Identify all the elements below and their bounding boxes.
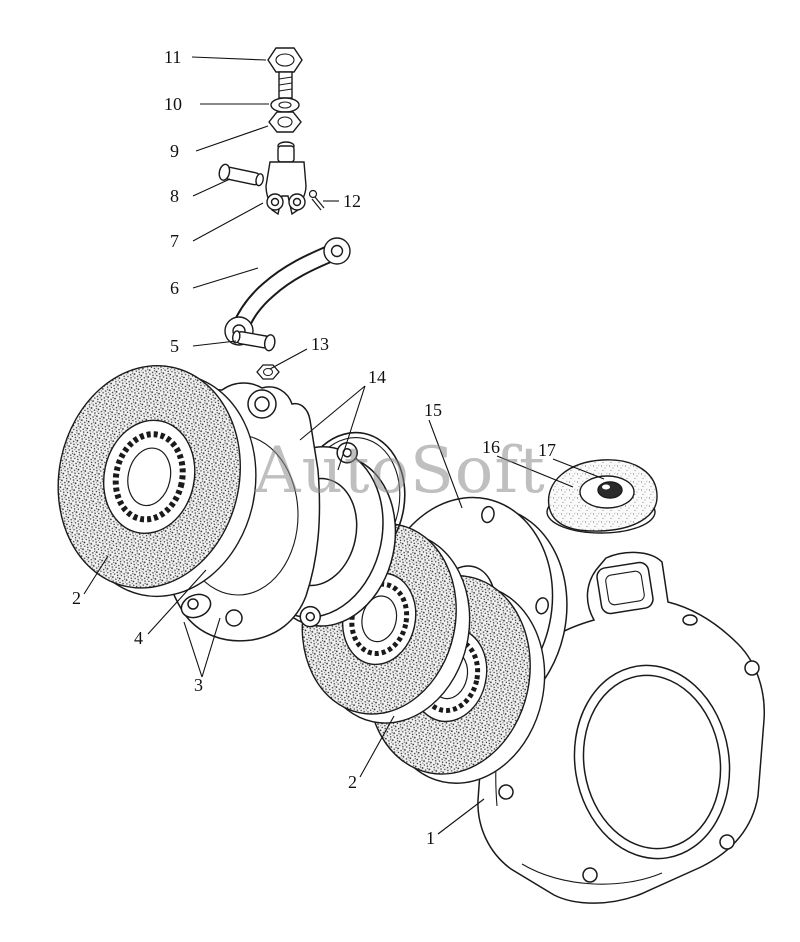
callout-3: 3 <box>194 675 203 695</box>
part-boot-and-washer <box>546 459 658 534</box>
callout-7: 7 <box>170 231 179 251</box>
watermark-text: AutoSoft <box>253 434 545 508</box>
callout-11: 11 <box>164 47 181 67</box>
callout-5: 5 <box>170 336 179 356</box>
callout-labels: 11 10 9 8 7 6 5 12 13 14 15 16 17 2 4 3 … <box>72 47 556 848</box>
callout-6: 6 <box>170 278 179 298</box>
callout-12: 12 <box>343 191 361 211</box>
callout-2-left: 2 <box>72 588 81 608</box>
part-clevis-7 <box>265 141 307 216</box>
callout-4: 4 <box>134 628 143 648</box>
part-friction-disc-center <box>301 522 471 724</box>
callout-17: 17 <box>538 440 556 460</box>
part-pin-5 <box>231 330 276 352</box>
callout-8: 8 <box>170 186 179 206</box>
part-lever-6 <box>224 237 351 346</box>
part-cotter-pin-12 <box>308 189 325 211</box>
callout-15: 15 <box>424 400 442 420</box>
part-friction-disc-left <box>57 364 257 598</box>
part-bolt-11 <box>267 47 303 99</box>
callout-13: 13 <box>311 334 329 354</box>
callout-2-center: 2 <box>348 772 357 792</box>
leader-lines <box>83 56 605 835</box>
part-nut-9 <box>268 111 302 133</box>
part-washer-10 <box>270 97 300 113</box>
part-nut-13 <box>256 364 280 380</box>
callout-9: 9 <box>170 141 179 161</box>
callout-14: 14 <box>368 367 386 387</box>
part-pin-8 <box>218 163 264 187</box>
callout-16: 16 <box>482 437 500 457</box>
callout-10: 10 <box>164 94 182 114</box>
callout-1: 1 <box>426 828 435 848</box>
